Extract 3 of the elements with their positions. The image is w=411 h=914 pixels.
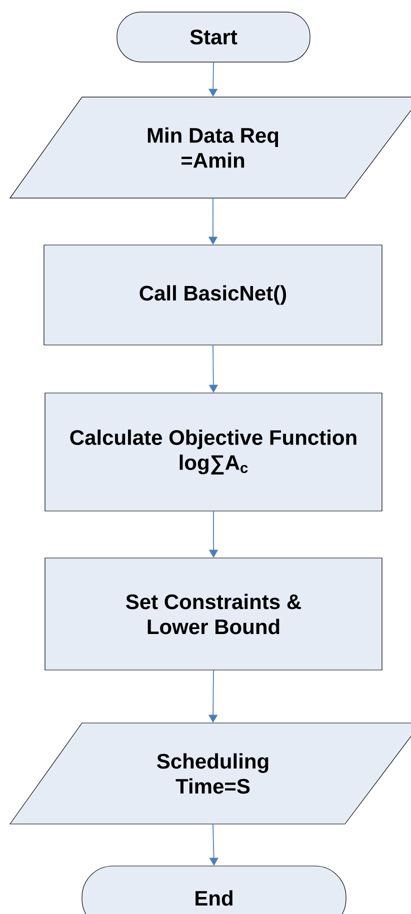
process-box: Call BasicNet() (44, 244, 382, 346)
process-box: Set Constraints & Lower Bound (44, 558, 382, 670)
process-box: Calculate Objective Function log∑A$_{c}$ (44, 392, 382, 512)
